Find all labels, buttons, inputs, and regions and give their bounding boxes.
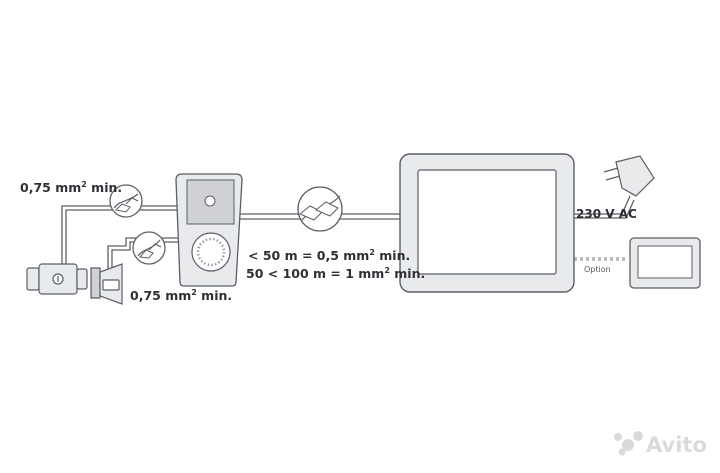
label-option: Option bbox=[584, 265, 611, 274]
cable-cross-section-icon bbox=[132, 231, 166, 265]
secondary-monitor-icon bbox=[629, 237, 701, 289]
label-range-short: < 50 m = 0,5 mm2 min. bbox=[248, 248, 410, 263]
watermark-logo: Avito bbox=[614, 431, 707, 457]
label-power: 230 V AC bbox=[576, 207, 637, 221]
label-range-long: 50 < 100 m = 1 mm2 min. bbox=[246, 266, 425, 281]
electric-lock-icon bbox=[26, 263, 88, 295]
label-lock-cable: 0,75 mm2 min. bbox=[20, 180, 122, 195]
monitor-icon bbox=[399, 153, 575, 293]
door-station-icon bbox=[175, 173, 243, 287]
cable-lock-inner bbox=[65, 209, 178, 265]
light-fixture-icon bbox=[90, 263, 123, 305]
cable-cross-section-icon bbox=[297, 186, 343, 232]
cable-power bbox=[574, 195, 631, 215]
watermark-text: Avito bbox=[646, 433, 707, 457]
cable-power-inner bbox=[574, 199, 635, 219]
power-adapter-icon bbox=[603, 155, 655, 197]
cable-cross-section-icon bbox=[109, 184, 143, 218]
label-light-cable: 0,75 mm2 min. bbox=[130, 288, 232, 303]
